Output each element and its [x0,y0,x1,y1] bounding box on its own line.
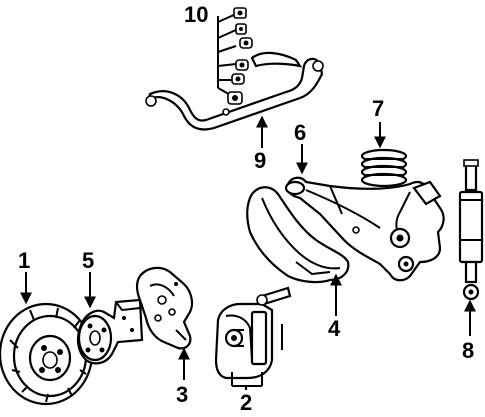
shock-absorber-part [458,159,484,301]
callout-1: 1 [18,248,30,273]
callout-4: 4 [328,316,341,341]
callout-10: 10 [184,2,208,27]
bushing-3 [239,37,253,49]
hub-bearing-part [76,298,144,365]
callout-3: 3 [176,382,188,407]
bushing-6 [227,91,243,105]
callout-labels: 10 9 7 6 1 5 3 2 4 8 [18,2,474,415]
callout-9: 9 [254,148,266,173]
caliper-bolt [256,286,292,306]
splash-shield-part [246,186,350,284]
callout-6: 6 [294,120,306,145]
brake-rotor-part [0,302,94,406]
brake-caliper-part [214,286,292,380]
bushing-4 [235,59,249,71]
bushing-5 [231,73,245,85]
link-kit-part [217,7,303,105]
leader-lines [20,16,476,390]
bushing-2 [235,23,247,35]
stabilizer-bar-part [145,57,324,131]
backing-plate-part [135,266,194,350]
control-arm-part [284,176,445,282]
bushing-1 [233,7,247,19]
callout-7: 7 [372,96,384,121]
coil-spring-part [360,148,408,188]
callout-2: 2 [240,390,252,415]
callout-8: 8 [462,338,474,363]
callout-5: 5 [82,248,94,273]
